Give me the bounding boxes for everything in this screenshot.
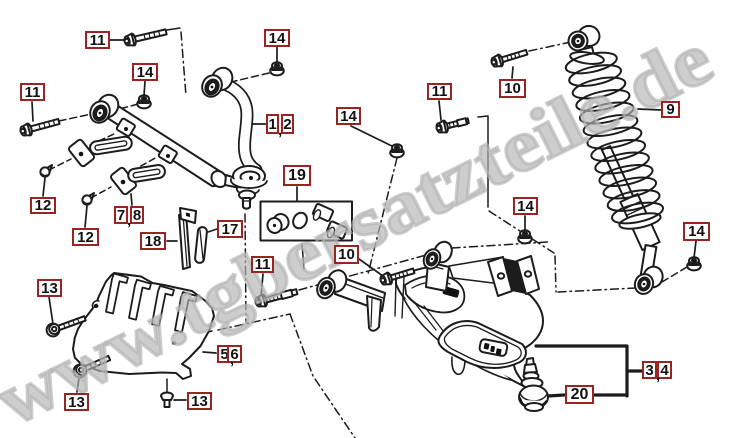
callout-12-screw-upper: 12 [30, 197, 56, 214]
repair-kit-box [259, 200, 353, 242]
callout-14-shock-left: 14 [513, 197, 538, 215]
callout-3-4-lower-arm: 3 , 4 [642, 361, 672, 383]
callout-13-bolt-lower: 13 [64, 393, 89, 411]
callout-7-8-comma: , [127, 212, 132, 229]
bolt-11-left [19, 117, 61, 137]
bolt-11-lower [254, 288, 299, 308]
callout-8: 8 [130, 206, 144, 224]
callout-10-top-bolt: 10 [499, 79, 526, 98]
callout-6: 6 [227, 345, 242, 363]
nut-14-shock-right [686, 256, 702, 272]
bolt-10-lower [379, 267, 416, 286]
callout-1-2-upper-arm: 1 , 2 [266, 114, 294, 138]
callout-3-4-comma: , [656, 368, 660, 383]
kit-sleeve-1 [311, 202, 335, 223]
callout-1: 1 [266, 114, 279, 134]
callout-13-bolt-upper: 13 [37, 279, 62, 297]
bolt-11-top [123, 28, 168, 47]
screw-13-bottom [160, 391, 174, 408]
pin-18 [178, 207, 197, 270]
bolt-13-lower [72, 354, 112, 379]
callout-3: 3 [642, 361, 657, 379]
callout-12-screw-lower: 12 [72, 228, 99, 246]
kit-sleeve-2 [325, 220, 349, 240]
kit-oring [292, 211, 308, 230]
shock-absorber [564, 24, 665, 295]
callout-14-upper-left: 14 [132, 63, 158, 81]
watermark-text: www.tgbersatzteile.de [0, 17, 725, 438]
upper-control-arm [89, 66, 268, 210]
callout-2: 2 [281, 114, 294, 134]
callout-11-lower-bolt: 11 [251, 256, 274, 273]
nut-14-shock-left [517, 229, 533, 245]
callout-5-6-skid-plate: 5 , 6 [217, 345, 242, 367]
pin-17 [194, 226, 208, 264]
callout-7: 7 [114, 206, 128, 224]
callout-18-pin: 18 [140, 232, 166, 250]
nut-14-mid [389, 143, 405, 159]
clamp-parts [68, 135, 166, 196]
bracket-lines [534, 344, 644, 398]
screw-12-upper [39, 164, 53, 178]
fasteners [19, 28, 702, 408]
callout-11-top-bolt: 11 [85, 31, 110, 49]
coil-spring [564, 51, 665, 230]
callout-11-mid-bolt: 11 [427, 83, 452, 100]
callout-14-shock-right: 14 [683, 222, 710, 241]
lower-control-arm [316, 240, 549, 412]
callout-17-pin: 17 [217, 220, 243, 238]
skid-plate [72, 272, 215, 380]
nut-14-top [269, 61, 285, 77]
screw-12-lower [81, 192, 95, 206]
callout-10-lower-bolt: 10 [334, 245, 359, 264]
kit-washer [266, 213, 290, 234]
bolt-13-upper [45, 315, 87, 338]
callout-1-2-comma: , [278, 122, 283, 139]
bolt-10-top [490, 48, 529, 68]
callout-9-shock: 9 [661, 101, 680, 118]
assembly-lines [48, 27, 688, 438]
callout-14-top: 14 [264, 29, 290, 47]
callout-13-screw-bottom: 13 [187, 392, 212, 410]
callout-4: 4 [657, 361, 672, 379]
leader-lines [31, 39, 697, 401]
nut-14-a [136, 94, 152, 110]
callout-11-left-bolt: 11 [20, 83, 45, 101]
callout-7-8-clamps: 7 , 8 [114, 206, 144, 228]
callout-19-repair-kit: 19 [283, 165, 311, 186]
bolt-11-mid [435, 117, 470, 134]
callout-14-mid: 14 [336, 107, 361, 125]
ball-joint [518, 357, 549, 412]
callout-20-ball-joint: 20 [565, 385, 594, 404]
